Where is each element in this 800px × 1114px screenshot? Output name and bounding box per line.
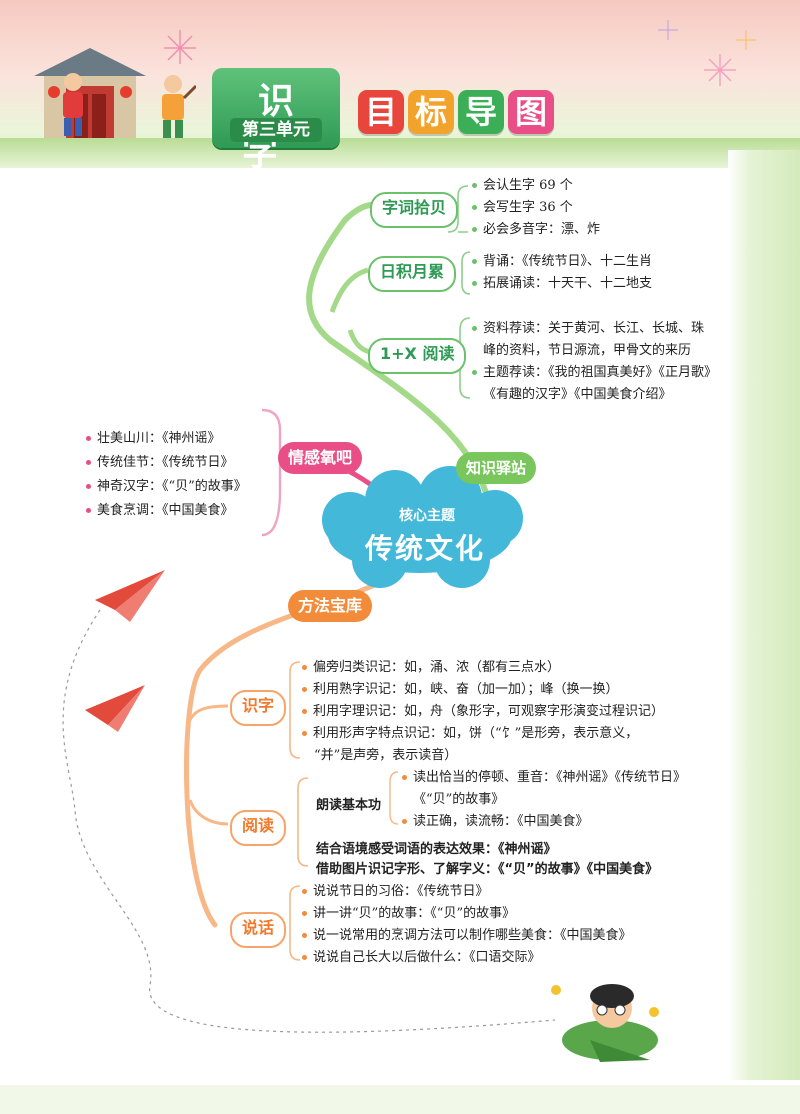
center-subtitle: 核心主题 (399, 508, 455, 524)
header-grass (0, 138, 800, 168)
goal-title-char: 导 (458, 90, 504, 134)
yuedu-tag: 阅读 (230, 810, 287, 846)
list-item: 利用熟字识记：如，峡、奋（加一加）；峰（换一换） (302, 678, 619, 702)
list-item-continued: 《有趣的汉字》《中国美食介绍》 (483, 387, 672, 402)
list-item: 会写生字 36 个 (472, 196, 573, 220)
list-item: 拓展诵读：十天干、十二地支 (472, 272, 652, 296)
list-item: 资料荐读：关于黄河、长江、长城、珠 (472, 317, 704, 341)
list-item-continued: “并”是声旁，表示读音） (314, 748, 458, 763)
list-item: 传统佳节：《传统节日》 (86, 451, 234, 475)
airplane-kid-illustration (551, 984, 659, 1062)
shizi-tag: 识字 (230, 690, 287, 726)
ciji-tag: 字词拾贝 (370, 192, 459, 228)
list-item: 说一说常用的烹调方法可以制作哪些美食：《中国美食》 (302, 924, 632, 948)
reading-line: 借助图片识记字形、了解字义：《“贝”的故事》《中国美食》 (316, 862, 659, 877)
list-item: 读正确，读流畅：《中国美食》 (402, 810, 589, 834)
firework-decor (164, 20, 756, 86)
list-item: 利用字理识记：如，舟（象形字，可观察字形演变过程识记） (302, 700, 664, 724)
child-illustration (162, 75, 196, 138)
list-item: 偏旁归类识记：如，涌、浓（都有三点水） (302, 656, 560, 680)
child-illustration (63, 73, 83, 136)
list-item: 说说节日的习俗：《传统节日》 (302, 880, 489, 904)
list-item: 利用形声字特点识记：如，饼（“饣”是形旁，表示意义， (302, 722, 638, 746)
cloud-shape (322, 466, 523, 588)
reading-basics-label: 朗读基本功 (316, 798, 382, 813)
method-tag: 方法宝库 (288, 590, 373, 622)
side-grass-decor (728, 150, 800, 1080)
shuohua-tag: 说话 (230, 912, 287, 948)
list-item: 读出恰当的停顿、重音：《神州谣》《传统节日》 (402, 766, 686, 790)
bottom-decor (0, 1085, 800, 1114)
list-item-continued: 峰的资料，节日源流，甲骨文的来历 (483, 343, 692, 358)
reading-tag: 1+X 阅读 (368, 338, 467, 374)
knowledge-station-tag: 知识驿站 (456, 452, 537, 484)
list-item: 必会多音字：漂、炸 (472, 218, 600, 242)
list-item: 背诵：《传统节日》、十二生肖 (472, 250, 652, 274)
center-title: 传统文化 (364, 532, 485, 565)
list-item-continued: 《“贝”的故事》 (413, 792, 505, 807)
reading-line: 结合语境感受词语的表达效果：《神州谣》 (316, 842, 557, 857)
list-item: 壮美山川：《神州谣》 (86, 427, 221, 451)
list-item: 会认生字 69 个 (472, 174, 573, 198)
goal-title-char: 图 (508, 90, 554, 134)
list-item: 讲一讲“贝”的故事：《“贝”的故事》 (302, 902, 515, 926)
list-item: 说说自己长大以后做什么：《口语交际》 (302, 946, 541, 970)
list-item: 美食烹调：《中国美食》 (86, 499, 234, 523)
unit-subtitle: 第三单元 (230, 118, 322, 142)
list-item: 主题荐读：《我的祖国真美好》《正月歌》 (472, 361, 717, 385)
unit-badge: 识字 第三单元 (212, 68, 340, 174)
goal-title-char: 标 (408, 90, 454, 134)
list-item: 神奇汉字：《“贝”的故事》 (86, 475, 247, 499)
riji-tag: 日积月累 (368, 256, 457, 292)
emotion-tag: 情感氧吧 (278, 442, 363, 474)
goal-title-char: 目 (358, 90, 404, 134)
